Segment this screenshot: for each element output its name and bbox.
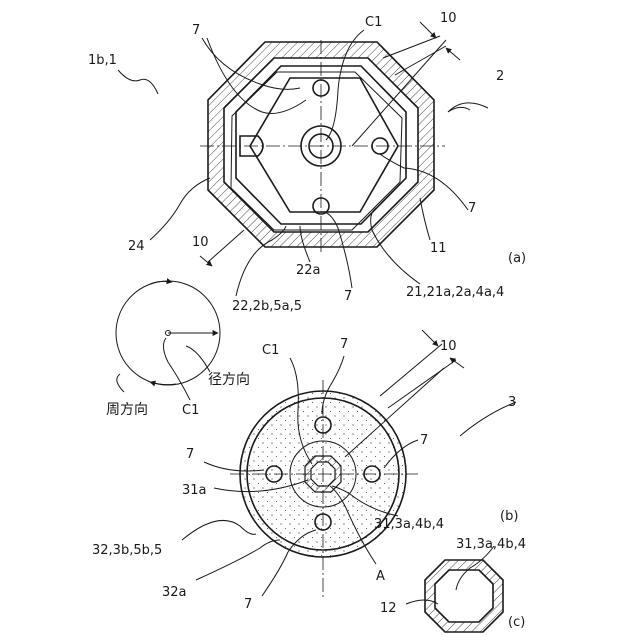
label-c1-legend: C1: [182, 403, 199, 418]
arrow-2: [448, 103, 488, 112]
panel-c: (c): [508, 615, 525, 630]
panel-b: (b): [500, 509, 518, 524]
label-11: 11: [430, 241, 447, 256]
label-24: 24: [128, 239, 145, 254]
octagon-ring-c: [425, 560, 503, 632]
label-32a: 32a: [162, 585, 187, 600]
label-7-top-a: 7: [192, 23, 200, 38]
element-22-outline: [231, 72, 402, 230]
panel-a: (a): [508, 251, 526, 266]
label-31a: 31a: [182, 483, 207, 498]
label-c1-b: C1: [262, 343, 279, 358]
label-7-right-a: 7: [468, 201, 476, 216]
leader-24: [150, 178, 210, 240]
label-21: 21,21a,2a,4a,4: [406, 285, 504, 300]
dim-arrow-bottom: [200, 256, 212, 266]
dim-ext-b2: [388, 360, 456, 408]
label-31-c: 31,3a,4b,4: [456, 537, 526, 552]
label-10-top: 10: [440, 11, 457, 26]
label-radial: 径方向: [208, 372, 250, 388]
arrow-1b: [118, 70, 158, 94]
label-A: A: [376, 569, 385, 584]
label-3: 3: [508, 395, 516, 410]
figure-c: 31,3a,4b,4 12 (c): [380, 537, 526, 632]
label-2: 2: [496, 69, 504, 84]
leader-c1-legend: [163, 338, 190, 400]
figure-a: 1b,1 C1 10 7 2 7 11 24 10 22a (a) 7 22,2…: [88, 11, 526, 314]
label-7-top-b: 7: [340, 337, 348, 352]
label-7-bottom-b: 7: [244, 597, 252, 612]
dim-leader-bottom: [208, 230, 244, 262]
dim-ext-b1: [380, 344, 442, 396]
label-31: 31,3a,4b,4: [374, 517, 444, 532]
leader-11: [420, 198, 430, 240]
leader-circumferential: [117, 374, 124, 392]
label-22a: 22a: [296, 263, 321, 278]
label-7-right-b: 7: [420, 433, 428, 448]
dim-arrow-top: [420, 22, 436, 38]
label-32: 32,3b,5b,5: [92, 543, 162, 558]
leader-32: [182, 520, 256, 540]
inner-hex: [250, 78, 398, 212]
label-22: 22,2b,5a,5: [232, 299, 302, 314]
dim-arrow-top2: [446, 48, 460, 60]
label-7-left-b: 7: [186, 447, 194, 462]
circ-arrow-bottom: [150, 382, 176, 385]
direction-legend: 径方向 周方向 C1: [106, 281, 250, 418]
label-1b: 1b,1: [88, 53, 117, 68]
label-c1-a: C1: [365, 15, 382, 30]
leader-32a: [196, 540, 280, 580]
label-10-left: 10: [192, 235, 209, 250]
label-10-b: 10: [440, 339, 457, 354]
label-circumferential: 周方向: [106, 402, 148, 418]
label-7-bottom-a: 7: [344, 289, 352, 304]
label-12: 12: [380, 601, 397, 616]
dim-arrow-b1: [422, 330, 438, 346]
